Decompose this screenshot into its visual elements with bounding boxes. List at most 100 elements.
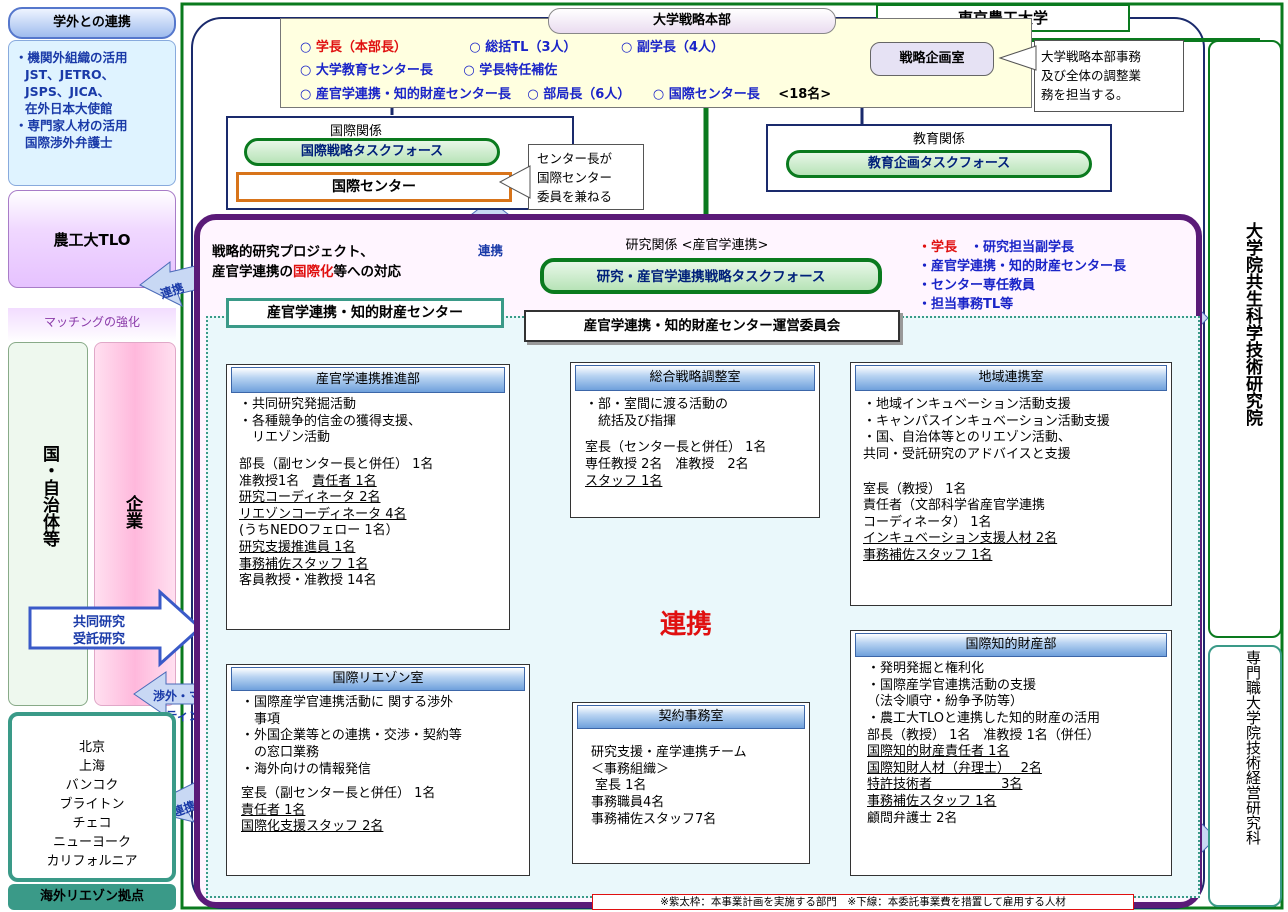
project-text: 戦略的研究プロジェクト、 産官学連携の国際化等への対応	[212, 242, 401, 282]
region-staff-3: コーディネータ） 1名	[863, 514, 992, 530]
joint-research-label: 共同研究 受託研究	[44, 614, 154, 648]
gov-label: 国・自治体等	[39, 445, 59, 547]
dept-ip-title: 国際知的財産部	[855, 633, 1167, 657]
strategy-staff-2: 専任教授 2名 准教授 2名	[585, 456, 749, 472]
contract-line-5: 事務補佐スタッフ7名	[591, 811, 717, 827]
grad-school-box	[1208, 40, 1282, 638]
promo-staff-3: 責任者 1名	[312, 473, 377, 489]
region-task-4: 共同・受託研究のアドバイスと支援	[863, 446, 1071, 462]
contract-line-3: 室長 1名	[595, 778, 647, 794]
ip-staff-6: 顧問弁護士 2名	[867, 810, 958, 826]
region-staff-1: 室長（教授） 1名	[863, 481, 967, 497]
office-note-1: 大学戦略本部事務	[1041, 49, 1142, 64]
liaison-staff-1: 室長（副センター長と併任） 1名	[241, 786, 436, 802]
ip-task-3: （法令順守・紛争予防等）	[867, 694, 1024, 710]
hq-president: 学長（本部長）	[315, 40, 407, 55]
strategy-staff-3: スタッフ 1名	[585, 473, 663, 489]
hq-row-1: ○ 学長（本部長） ○ 総括TL（3人） ○ 副学長（4人）	[300, 40, 724, 55]
member-staff-tl: ・担当事務TL等	[918, 297, 1014, 312]
hq-count: <18名>	[778, 87, 832, 102]
intl-callout-2: 国際センター	[537, 170, 613, 185]
hq-row-3: ○ 産官学連携・知的財産センター長 ○ 部局長（6人） ○ 国際センター長 <1…	[300, 87, 832, 102]
member-research-vp: ・研究担当副学長	[970, 240, 1075, 255]
dept-ip: 国際知的財産部 ・発明発掘と権利化 ・国際産学官連携活動の支援 （法令順守・紛争…	[850, 630, 1172, 876]
project-line-1: 戦略的研究プロジェクト、	[212, 244, 374, 260]
promo-staff-1: 部長（副センター長と併任） 1名	[239, 456, 434, 472]
member-center-head: ・産官学連携・知的財産センター長	[918, 259, 1127, 274]
cities-box: 北京 上海 バンコク ブライトン チェコ ニューヨーク カリフォルニア	[8, 712, 176, 882]
matching-label: マッチングの強化	[8, 308, 176, 342]
ip-staff-4: 特許技術者 3名	[867, 777, 1023, 793]
research-taskforce: 研究・産官学連携戦略タスクフォース	[540, 258, 882, 294]
intl-callout: センター長が 国際センター 委員を兼ねる	[528, 144, 644, 210]
ip-center-title: 産官学連携・知的財産センター	[226, 298, 504, 328]
intl-callout-3: 委員を兼ねる	[537, 189, 613, 204]
external-line-2: JST、JETRO、	[25, 67, 115, 82]
office-note-3: 務を担当する。	[1041, 87, 1129, 102]
joint-line-2: 受託研究	[72, 632, 125, 647]
intl-callout-1: センター長が	[537, 151, 613, 166]
contract-line-1: 研究支援・産学連携チーム	[591, 745, 747, 760]
dept-promotion-title: 産官学連携推進部	[231, 367, 505, 393]
grad-school-label: 大学院共生科学技術研究院	[1242, 222, 1262, 426]
promo-staff-6: (うちNEDOフェロー 1名）	[239, 523, 399, 539]
project-line-2c: 等への対応	[333, 264, 402, 280]
promo-staff-4: 研究コーディネータ 2名	[239, 490, 381, 506]
external-title: 学外との連携	[8, 7, 176, 39]
ip-task-4: ・農工大TLOと連携した知的財産の活用	[867, 710, 1100, 726]
region-staff-2: 責任者（文部科学省産官学連携	[863, 498, 1046, 514]
strategy-office-note: 大学戦略本部事務 及び全体の調整業 務を担当する。	[1034, 40, 1184, 112]
mot-label: 専門職大学院技術経営研究科	[1244, 650, 1262, 845]
external-line-5: ・専門家人材の活用	[15, 118, 128, 133]
dept-liaison: 国際リエゾン室 ・国際産学官連携活動に 関する渉外 事項 ・外国企業等との連携・…	[226, 664, 530, 876]
promo-staff-7: 研究支援推進員 1名	[239, 540, 356, 555]
ip-staff-3: 国際知財人材（弁理士） 2名	[867, 760, 1042, 776]
research-label: 研究関係 <産官学連携>	[625, 238, 769, 253]
intl-taskforce: 国際戦略タスクフォース	[244, 138, 500, 166]
region-staff-4: インキュベーション支援人材 2名	[863, 531, 1058, 547]
hq-title: 大学戦略本部	[548, 8, 836, 34]
promo-staff-5: リエゾンコーディネータ 4名	[239, 506, 407, 522]
strategy-task-2: 統括及び指揮	[585, 413, 677, 429]
region-task-2: ・キャンパスインキュベーション活動支援	[863, 413, 1110, 429]
hq-special-assistant: 学長特任補佐	[479, 63, 558, 78]
office-note-2: 及び全体の調整業	[1041, 68, 1142, 83]
hq-edu-center-head: 大学教育センター長	[315, 63, 433, 78]
mot-box	[1208, 645, 1282, 907]
dept-liaison-title: 国際リエゾン室	[231, 667, 525, 691]
city-6: ニューヨーク	[52, 835, 131, 850]
liaison-staff-2: 責任者 1名	[241, 802, 306, 818]
city-7: カリフォルニア	[46, 854, 138, 869]
dept-contract-title: 契約事務室	[577, 705, 805, 729]
member-president: ・学長	[918, 240, 958, 255]
edu-label: 教育関係	[912, 132, 965, 147]
dept-strategy-title: 総合戦略調整室	[575, 365, 815, 391]
dept-region-title: 地域連携室	[855, 365, 1167, 391]
city-4: ブライトン	[59, 797, 125, 812]
company-label: 企業	[122, 495, 142, 529]
contract-line-4: 事務職員4名	[591, 794, 665, 810]
promo-task-1: ・共同研究発掘活動	[239, 397, 357, 412]
dept-promotion: 産官学連携推進部 ・共同研究発掘活動 ・各種競争的信金の獲得支援、 リエゾン活動…	[226, 364, 510, 630]
research-members: ・学長 ・研究担当副学長 ・産官学連携・知的財産センター長 ・センター専任教員 …	[918, 238, 1126, 314]
tlo-box: 農工大TLO	[8, 190, 176, 288]
joint-line-1: 共同研究	[72, 615, 125, 630]
member-faculty: ・センター専任教員	[918, 278, 1036, 293]
external-line-3: JSPS、JICA、	[25, 84, 110, 99]
hq-general-tl: 総括TL（3人）	[485, 40, 577, 55]
liaison-task-2: 事項	[241, 711, 281, 727]
dept-contract: 契約事務室 研究支援・産学連携チーム ＜事務組織＞ 室長 1名 事務職員4名 事…	[572, 702, 810, 864]
promo-task-3: リエゾン活動	[239, 430, 331, 446]
promo-staff-9: 客員教授・准教授 14名	[239, 573, 377, 589]
ip-staff-1: 部長（教授） 1名 准教授 1名（併任）	[867, 727, 1100, 743]
external-line-6: 国際渉外弁護士	[25, 135, 113, 150]
project-line-2b: 国際化	[293, 264, 334, 280]
liaison-task-5: ・海外向けの情報発信	[241, 761, 372, 777]
hq-dept-heads: 部局長（6人）	[543, 87, 631, 102]
committee-title: 産官学連携・知的財産センター運営委員会	[524, 310, 900, 342]
hq-intl-center-head: 国際センター長	[668, 87, 760, 102]
external-line-1: ・機関外組織の活用	[15, 50, 128, 65]
hq-row-2: ○ 大学教育センター長 ○ 学長特任補佐	[300, 63, 558, 78]
strategy-task-1: ・部・室間に渡る活動の	[585, 397, 729, 412]
ip-staff-2: 国際知的財産責任者 1名	[867, 744, 1010, 760]
